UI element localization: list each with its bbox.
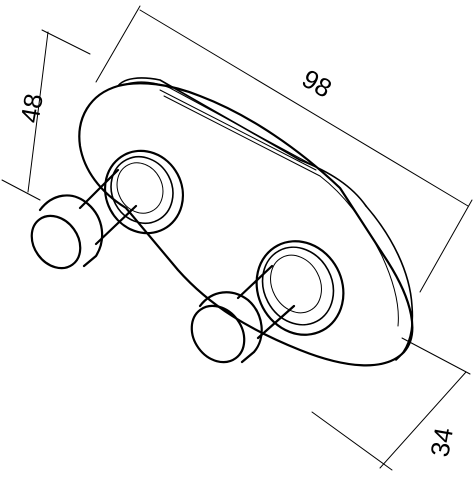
extension-line-height-bottom (1, 179, 41, 201)
extension-line-depth-top (401, 337, 471, 375)
extension-line-height-top (41, 29, 91, 55)
hook-left-rosette-mid (110, 156, 174, 224)
dimension-label-length: 98 (297, 63, 337, 103)
dimension-line-depth (379, 371, 467, 469)
dimension-height: 48 (1, 29, 91, 201)
extension-line-depth-bottom (311, 411, 393, 471)
dimension-label-height: 48 (14, 91, 49, 125)
hook-left (30, 149, 185, 270)
hook-right (190, 240, 345, 364)
hook-right-knob-side (198, 291, 263, 364)
hook-right-knob-face (190, 304, 246, 364)
hook-right-rosette-mid (261, 246, 335, 326)
extension-line-length-left (95, 5, 141, 83)
backplate-right-edge (365, 205, 414, 361)
hook-left-knob-side (38, 194, 104, 268)
dimension-depth: 34 (311, 337, 471, 471)
backplate-groove (159, 89, 321, 177)
hook-left-knob-face (30, 214, 82, 270)
hook-right-rosette-outer (255, 240, 345, 336)
dimension-line-length (139, 9, 469, 207)
backplate (78, 77, 414, 367)
dimension-line-height (27, 31, 49, 193)
extension-line-length-right (419, 199, 473, 293)
hook-right-shaft (236, 264, 296, 340)
hook-left-rosette-inner (116, 162, 164, 214)
hook-right-rosette-inner (270, 254, 322, 314)
hook-left-rosette-outer (103, 149, 185, 235)
backplate-top-edge (117, 77, 367, 207)
dimension-label-depth: 34 (424, 425, 459, 459)
backplate-right-edge-inner (319, 175, 399, 327)
backplate-top-edge-inner (125, 81, 319, 169)
backplate-front-outline (78, 82, 414, 367)
